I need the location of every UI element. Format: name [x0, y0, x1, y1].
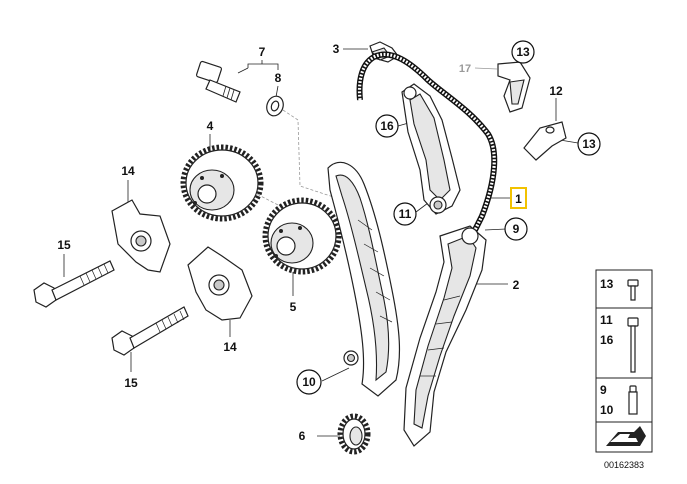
- legend-row3-num-a: 9: [600, 383, 607, 397]
- callout-12: 12: [549, 84, 563, 98]
- bolt-15-bottom: [111, 306, 189, 356]
- legend-row3-num-b: 10: [600, 403, 614, 417]
- callout-14-top: 14: [121, 164, 135, 178]
- callout-labels: 7 8 3 4 5 14 14 15 15 6 2 12 17 16 11 9 …: [57, 40, 601, 443]
- bracket-12: [523, 121, 567, 161]
- callout-13-top: 13: [516, 45, 530, 59]
- legend-frame: [595, 269, 653, 453]
- callout-8: 8: [275, 71, 282, 85]
- vanos-sprocket-4: [180, 144, 264, 222]
- callout-circle-11: [393, 202, 417, 226]
- bolt-15-top: [33, 260, 115, 308]
- callout-9: 9: [513, 222, 520, 236]
- legend-bolt-long-icon: [627, 317, 639, 373]
- callout-16: 16: [380, 119, 394, 133]
- callout-10: 10: [302, 375, 316, 389]
- callout-13-right: 13: [582, 137, 596, 151]
- timing-chain-1: [356, 51, 498, 238]
- legend-bolt-short-icon: [627, 279, 639, 301]
- callout-3: 3: [333, 42, 340, 56]
- bracket-17: [497, 61, 531, 113]
- callout-circle-9: [504, 217, 528, 241]
- legend-pin-icon: [628, 385, 638, 415]
- callout-4: 4: [207, 119, 214, 133]
- callout-6: 6: [299, 429, 306, 443]
- tensioner-rail-2: [327, 161, 487, 447]
- flange-bolt-7: [195, 60, 241, 103]
- callout-1-highlight-box[interactable]: [510, 187, 527, 209]
- callout-17: 17: [459, 63, 471, 75]
- washer-8: [266, 95, 284, 117]
- callout-14-bottom: 14: [223, 340, 237, 354]
- reluctor-plate-14-top: [111, 199, 171, 273]
- arrow-icon: [606, 426, 646, 446]
- legend-row2-num-a: 11: [600, 313, 613, 327]
- callout-1[interactable]: 1: [515, 192, 522, 206]
- callout-15-top: 15: [57, 238, 71, 252]
- legend-row1-num: 13: [600, 277, 614, 291]
- callout-5: 5: [290, 300, 297, 314]
- callout-circle-13-top: [511, 40, 535, 64]
- callout-7: 7: [259, 45, 266, 59]
- callout-circle-16: [375, 114, 399, 138]
- callout-2: 2: [513, 278, 520, 292]
- crank-sprocket-6: [337, 413, 371, 455]
- tensioner-arm-16: [401, 83, 461, 215]
- callout-11: 11: [399, 207, 412, 221]
- fastener-legend: 13 11 16 9 10: [595, 269, 653, 453]
- document-number: 00162383: [604, 460, 644, 470]
- callout-circle-13-right: [577, 132, 601, 156]
- vanos-sprocket-5: [262, 197, 342, 275]
- legend-row2-num-b: 16: [600, 333, 614, 347]
- reluctor-plate-14-bottom: [187, 246, 253, 321]
- callout-circle-10: [296, 369, 322, 395]
- callout-15-bottom: 15: [124, 376, 138, 390]
